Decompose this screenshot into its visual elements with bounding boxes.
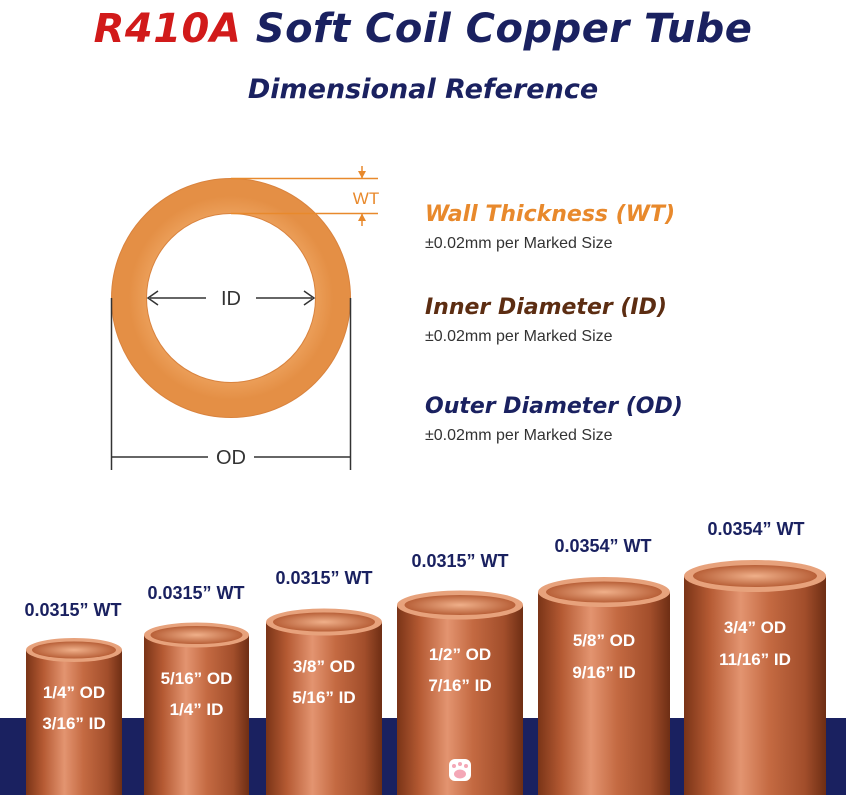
spec-name: Outer Diameter (OD): [425, 394, 683, 419]
tube-body: [538, 592, 670, 795]
tube-2: 0.0315” WT 5/16” OD 1/4” ID: [144, 583, 249, 795]
paw-icon: [449, 759, 471, 781]
tube-5: 0.0354” WT 5/8” OD 9/16” ID: [538, 536, 670, 795]
tube-3: 0.0315” WT 3/8” OD 5/16” ID: [266, 568, 382, 795]
tube-id-label: 9/16” ID: [572, 663, 635, 682]
tube-id-label: 11/16” ID: [719, 650, 791, 669]
tube-od-label: 5/16” OD: [161, 669, 233, 688]
page-title: R410A Soft Coil Copper Tube: [0, 6, 846, 52]
tube-ring: [111, 178, 351, 418]
spec-tolerance: ±0.02mm per Marked Size: [425, 235, 613, 252]
tube-cross-section-diagram: WT ID OD: [110, 166, 379, 470]
tube-wt-label: 0.0315” WT: [147, 583, 244, 603]
wt-dimension: [231, 166, 378, 226]
tube-body: [266, 622, 382, 795]
spec-tolerance: ±0.02mm per Marked Size: [425, 427, 613, 444]
tube-wt-label: 0.0315” WT: [411, 551, 508, 571]
tube-id-label: 5/16” ID: [292, 688, 355, 707]
tube-od-label: 1/2” OD: [429, 645, 491, 664]
tube-wt-label: 0.0354” WT: [554, 536, 651, 556]
tube-4: 0.0315” WT 1/2” OD 7/16” ID: [397, 551, 523, 795]
spec-name: Inner Diameter (ID): [425, 295, 667, 320]
tube-size-lineup: 0.0315” WT 1/4” OD 3/16” ID 0.0315” WT 5…: [0, 519, 846, 795]
id-label: ID: [221, 288, 241, 310]
spec-wall-thickness: Wall Thickness (WT) ±0.02mm per Marked S…: [425, 202, 675, 253]
spec-name: Wall Thickness (WT): [425, 202, 676, 227]
tube-body: [144, 635, 249, 795]
spec-inner-diameter: Inner Diameter (ID) ±0.02mm per Marked S…: [425, 295, 667, 346]
tube-opening: [32, 641, 116, 659]
wt-label: WT: [353, 189, 379, 208]
tube-opening: [404, 595, 516, 615]
tube-opening: [693, 565, 817, 587]
title-brand: R410A: [93, 6, 242, 52]
tube-wt-label: 0.0315” WT: [275, 568, 372, 588]
spec-tolerance: ±0.02mm per Marked Size: [425, 328, 613, 345]
tube-od-label: 1/4” OD: [43, 683, 105, 702]
tube-6: 0.0354” WT 3/4” OD 11/16” ID: [684, 519, 826, 795]
tube-id-label: 3/16” ID: [42, 714, 105, 733]
page-subtitle: Dimensional Reference: [247, 74, 599, 105]
tube-id-label: 7/16” ID: [428, 676, 491, 695]
tube-wt-label: 0.0354” WT: [707, 519, 804, 539]
spec-outer-diameter: Outer Diameter (OD) ±0.02mm per Marked S…: [425, 394, 683, 445]
tube-opening: [273, 612, 375, 632]
tube-wt-label: 0.0315” WT: [24, 600, 121, 620]
tube-body: [684, 576, 826, 795]
od-label: OD: [216, 447, 246, 469]
od-dimension: [110, 298, 352, 470]
tube-1: 0.0315” WT 1/4” OD 3/16” ID: [24, 600, 122, 795]
tube-od-label: 3/4” OD: [724, 618, 786, 637]
tube-od-label: 3/8” OD: [293, 657, 355, 676]
title-text: Soft Coil Copper Tube: [241, 6, 753, 52]
id-dimension: [146, 290, 316, 306]
tube-opening: [546, 581, 662, 603]
tube-id-label: 1/4” ID: [170, 700, 224, 719]
tube-body: [26, 650, 122, 795]
tube-opening: [150, 626, 243, 644]
tube-od-label: 5/8” OD: [573, 631, 635, 650]
